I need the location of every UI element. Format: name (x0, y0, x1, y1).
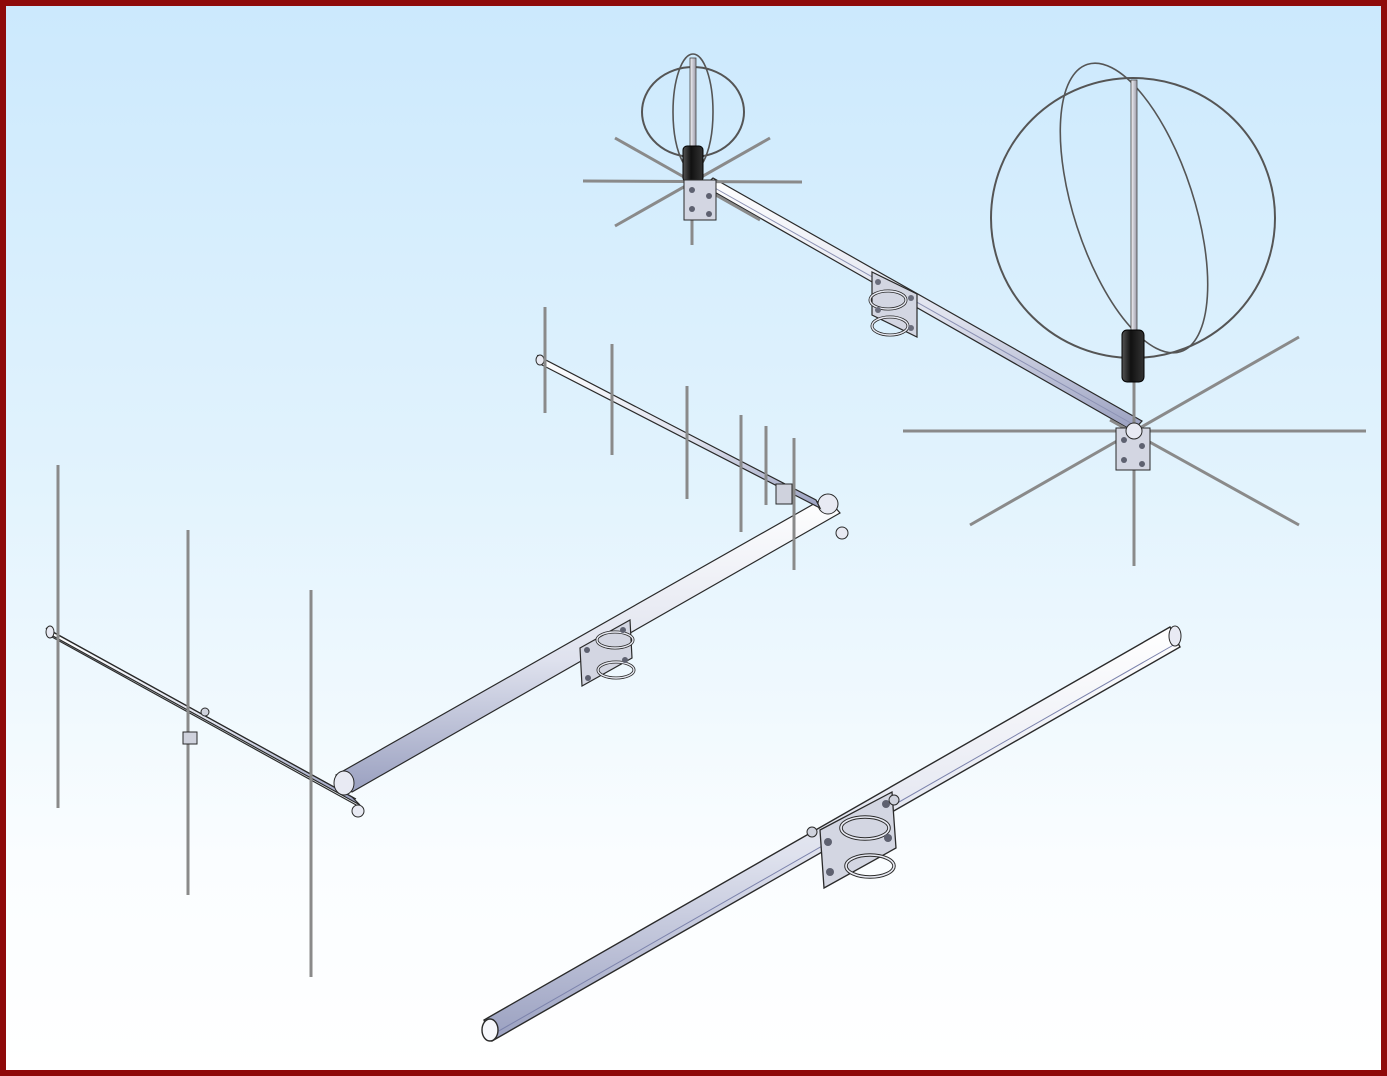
loop-wire (1059, 62, 1209, 354)
boom-mast-clamp (868, 271, 918, 338)
large-loop-antenna (903, 62, 1366, 566)
loading-coil (1121, 329, 1145, 383)
vertical-element (689, 57, 697, 159)
yagi-array-assembly (45, 307, 849, 977)
yagi-mast-clamp (579, 619, 636, 687)
element-clamp (182, 707, 210, 745)
element-clamp (775, 483, 793, 505)
vertical-element (1130, 79, 1138, 336)
small-loop-antenna (582, 53, 803, 245)
cross-boom-assembly (582, 53, 1366, 566)
loading-coil (682, 145, 704, 183)
support-tube-assembly (481, 625, 1182, 1043)
tube-mast-clamp (806, 790, 900, 890)
cross-boom-tube (702, 177, 1143, 432)
tube-end (481, 1018, 499, 1042)
